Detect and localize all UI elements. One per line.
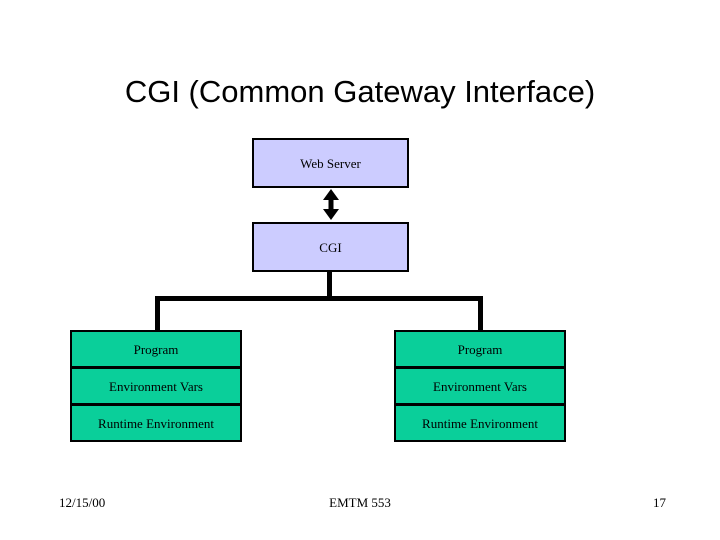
cgi-box[interactable]: CGI	[252, 222, 409, 272]
connector-stem	[327, 272, 332, 300]
process-box-runtime-environment-left[interactable]: Runtime Environment	[70, 404, 242, 442]
connector-leg-left	[155, 296, 160, 331]
process-group-left: Program Environment Vars Runtime Environ…	[70, 330, 242, 443]
footer-course: EMTM 553	[329, 495, 391, 510]
process-label: Runtime Environment	[98, 415, 214, 431]
process-label: Program	[457, 341, 503, 357]
web-server-box[interactable]: Web Server	[252, 138, 409, 188]
process-label: Environment Vars	[433, 378, 527, 394]
page-title: CGI (Common Gateway Interface)	[124, 74, 596, 109]
footer-page-number: 17	[653, 495, 666, 510]
cgi-label: CGI	[319, 239, 342, 255]
process-box-environment-vars-left[interactable]: Environment Vars	[70, 367, 242, 405]
footer-date: 12/15/00	[59, 495, 106, 510]
process-box-program-right[interactable]: Program	[394, 330, 566, 368]
connector-leg-right	[478, 296, 483, 331]
double-headed-vertical-arrow-icon	[322, 189, 340, 220]
process-box-program-left[interactable]: Program	[70, 330, 242, 368]
process-label: Program	[133, 341, 179, 357]
connector-horizontal-bar	[155, 296, 483, 301]
process-label: Runtime Environment	[422, 415, 538, 431]
process-label: Environment Vars	[109, 378, 203, 394]
process-group-right: Program Environment Vars Runtime Environ…	[394, 330, 566, 443]
process-box-runtime-environment-right[interactable]: Runtime Environment	[394, 404, 566, 442]
web-server-label: Web Server	[300, 155, 361, 171]
process-box-environment-vars-right[interactable]: Environment Vars	[394, 367, 566, 405]
